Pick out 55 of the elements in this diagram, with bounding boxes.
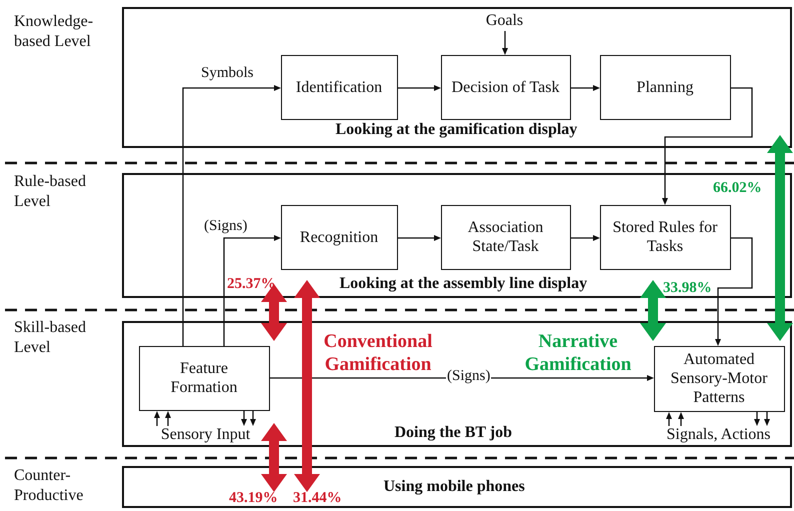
edge-label: Symbols [200,65,255,82]
level-band [122,466,792,508]
level-band [122,7,792,148]
process-box: Feature Formation [138,346,270,410]
process-box: Planning [600,54,730,120]
text-label: Goals [484,10,526,30]
arrow [182,85,281,346]
level-name: Skill-based Level [14,318,87,358]
edge-label: (Signs) [446,368,492,385]
arrow [764,412,770,426]
arrow [571,235,600,241]
double-arrow [640,280,666,341]
process-box: Decision of Task [440,54,570,120]
text-label: Signals, Actions [658,426,780,444]
arrow [398,85,441,91]
arrow [154,411,160,426]
arrow [715,237,753,346]
annotation-text: Narrative Gamification [524,330,632,376]
edge-label: 31.44% [292,490,343,507]
arrow [678,412,684,426]
text-label: Sensory Input [150,426,262,444]
process-box: Recognition [280,204,398,270]
band-title: Looking at the gamification display [336,120,578,138]
double-arrow [294,280,320,492]
process-box: Automated Sensory-Motor Patterns [654,346,784,412]
band-title: Doing the BT job [394,424,512,442]
arrow [223,235,281,346]
arrow [250,411,256,426]
annotation-text: Conventional Gamification [322,330,434,376]
level-band [122,173,792,298]
arrow [398,235,441,241]
process-box: Association State/Task [440,204,570,270]
edge-label: 25.37% [226,276,277,293]
level-name: Rule-based Level [14,172,87,212]
arrow [241,411,247,426]
arrow [165,411,171,426]
level-name: Counter-Productive [14,466,84,506]
edge-label: (Signs) [203,218,248,235]
level-band [122,321,792,447]
arrow [666,412,672,426]
double-arrow [261,284,287,341]
edge-label: 43.19% [228,490,279,507]
arrow [502,31,508,55]
process-box: Stored Rules for Tasks [600,204,730,270]
arrow [754,412,760,426]
double-arrow [767,135,793,341]
arrow [662,87,753,205]
process-box: Identification [280,54,398,120]
band-title: Using mobile phones [384,478,525,496]
edge-label: 66.02% [712,180,763,197]
level-name: Knowledge-based Level [14,12,94,52]
double-arrow [261,423,287,492]
band-title: Looking at the assembly line display [340,274,588,292]
arrow [571,85,600,91]
edge-label: 33.98% [662,280,713,297]
